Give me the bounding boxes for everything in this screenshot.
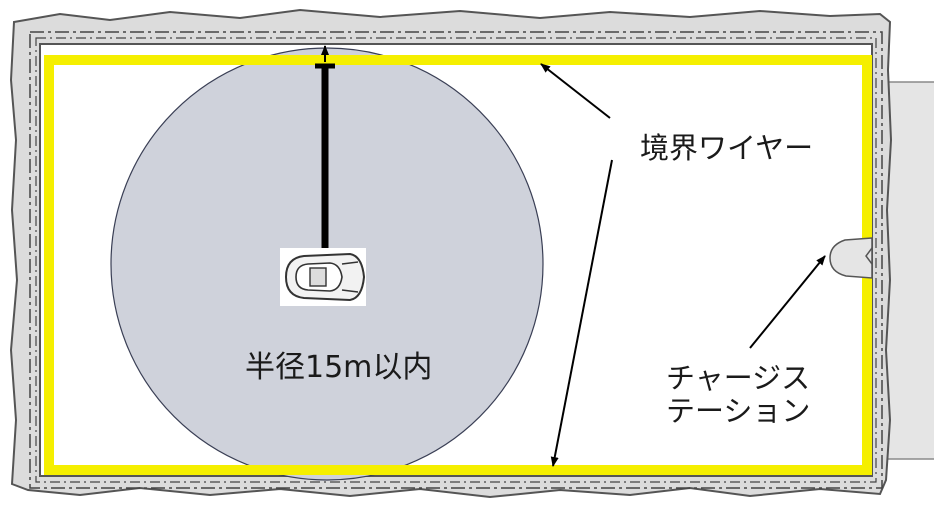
boundary-wire-arrow-top bbox=[540, 63, 611, 119]
robot-mower-icon bbox=[280, 248, 366, 306]
boundary-wire-arrow-bottom bbox=[550, 159, 613, 467]
frame-dashline-outer bbox=[29, 31, 883, 489]
frame-dashline-inner bbox=[35, 37, 877, 483]
charge-station-label-line1: チャージス bbox=[666, 361, 811, 395]
garden-frame bbox=[9, 8, 893, 499]
boundary-wire-label: 境界ワイヤー bbox=[640, 131, 814, 165]
charge-station-notch bbox=[865, 247, 873, 265]
charge-station-label: チャージス テーション bbox=[666, 361, 811, 429]
charge-station-arrow bbox=[749, 255, 826, 349]
radius-label: 半径15m以内 bbox=[245, 350, 433, 385]
charge-station-dock bbox=[829, 237, 873, 279]
charge-station-label-line2: テーション bbox=[666, 394, 811, 429]
charge-station-block bbox=[883, 81, 934, 460]
